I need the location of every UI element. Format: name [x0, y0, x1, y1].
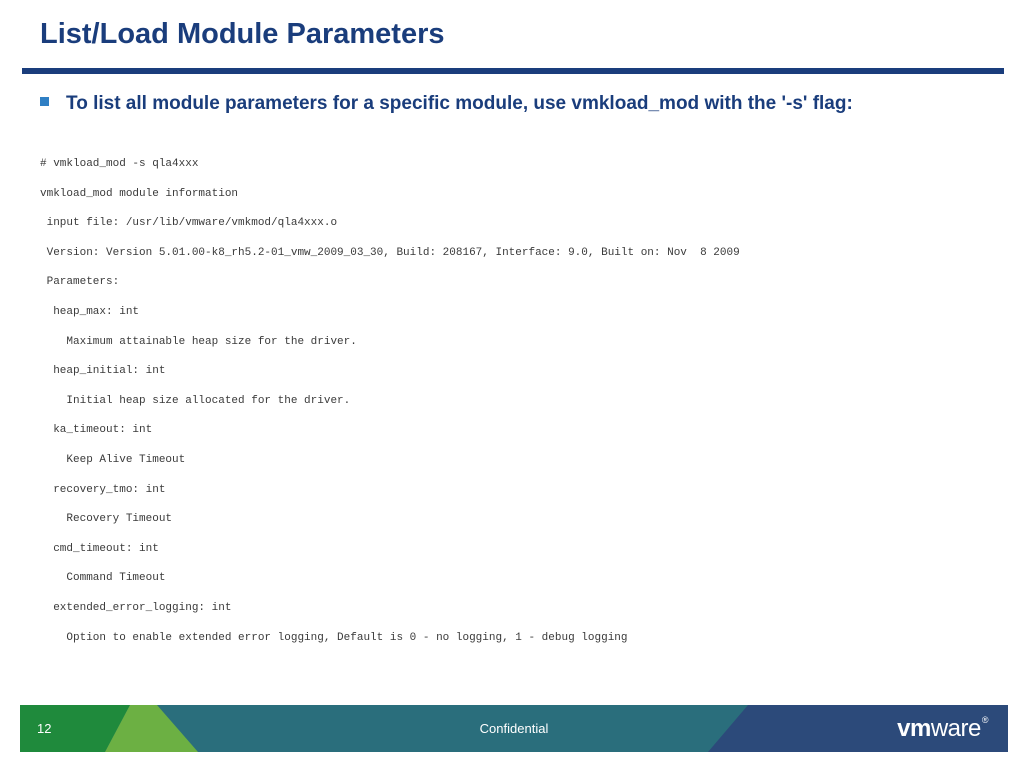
confidential-label: Confidential — [479, 721, 549, 736]
footer-decoration — [20, 705, 1008, 752]
footer-dark-green-band — [20, 705, 130, 752]
logo-registered-mark: ® — [981, 715, 989, 725]
code-line: # vmkload_mod -s qla4xxx — [40, 158, 199, 170]
code-line: Maximum attainable heap size for the dri… — [40, 335, 357, 348]
logo-ware: ware — [930, 715, 982, 742]
bullet-point: To list all module parameters for a spec… — [40, 90, 980, 118]
code-line: Command Timeout — [40, 572, 166, 585]
title-divider — [22, 68, 1004, 74]
vmware-logo: vmware® — [897, 715, 988, 743]
footer-light-green-band — [105, 705, 198, 752]
bullet-text: To list all module parameters for a spec… — [66, 93, 853, 114]
logo-vm: vm — [897, 715, 931, 742]
code-line: Recovery Timeout — [40, 513, 173, 526]
footer-navy-band — [708, 705, 1008, 752]
code-line: input file: /usr/lib/vmware/vmkmod/qla4x… — [40, 217, 338, 230]
slide-title: List/Load Module Parameters — [40, 18, 445, 50]
code-line: extended_error_logging: int — [40, 601, 232, 614]
code-line: ka_timeout: int — [40, 424, 153, 437]
page-number: 12 — [37, 721, 52, 736]
code-line: Initial heap size allocated for the driv… — [40, 394, 351, 407]
footer-bar: 12 Confidential vmware® — [20, 705, 1008, 752]
code-line: vmkload_mod module information — [40, 187, 239, 200]
square-bullet-icon — [40, 97, 49, 106]
code-line: heap_max: int — [40, 305, 140, 318]
code-line: heap_initial: int — [40, 365, 166, 378]
code-line: Parameters: — [40, 276, 120, 289]
code-line: Option to enable extended error logging,… — [40, 631, 628, 644]
code-line: recovery_tmo: int — [40, 483, 166, 496]
code-line: cmd_timeout: int — [40, 542, 159, 555]
code-line: Keep Alive Timeout — [40, 453, 186, 466]
code-output-block: # vmkload_mod -s qla4xxx vmkload_mod modu… — [40, 157, 1000, 660]
code-line: Version: Version 5.01.00-k8_rh5.2-01_vmw… — [40, 246, 740, 259]
